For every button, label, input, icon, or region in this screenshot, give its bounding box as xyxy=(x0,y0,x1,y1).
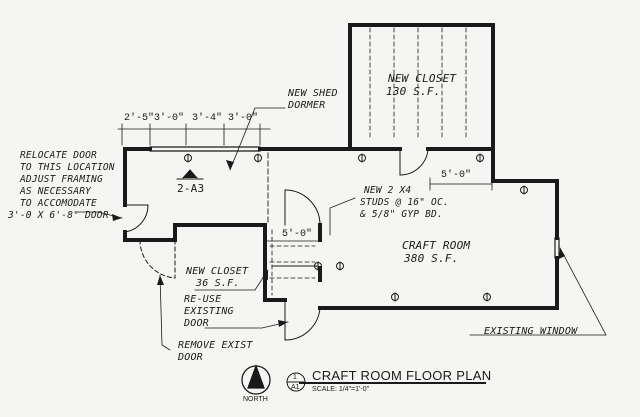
dimension-closet-door: 5'-0" xyxy=(441,170,472,181)
section-reference: 2-A3 xyxy=(177,182,205,195)
small-closet-walls xyxy=(263,223,322,302)
dimension-top-1: 2'-5" xyxy=(124,113,155,124)
drawing-scale: SCALE: 1/4"=1'-0" xyxy=(312,386,370,393)
existing-window-frame xyxy=(554,237,560,259)
title-block-bubble xyxy=(286,372,486,392)
note-reuse-1: RE-USE xyxy=(184,294,222,305)
note-remove-1: REMOVE EXIST xyxy=(178,340,253,351)
note-relocate-3: ADJUST FRAMING xyxy=(20,174,103,185)
removed-door-swing xyxy=(139,239,176,279)
dimension-top-2: 3'-0" xyxy=(154,113,185,124)
note-relocate-1: RELOCATE DOOR xyxy=(20,150,97,161)
exterior-walls xyxy=(123,147,559,310)
title-block-sheet: A1 xyxy=(291,384,300,391)
note-relocate-4: AS NECESSARY xyxy=(20,186,92,197)
note-existing-window: EXISTING WINDOW xyxy=(484,326,578,337)
closet-large-area: 130 S.F. xyxy=(386,85,441,98)
closet-large-walls xyxy=(348,23,495,152)
top-dimension-line xyxy=(117,123,271,146)
note-reuse-2: EXISTING xyxy=(184,306,234,317)
north-label: NORTH xyxy=(243,396,268,403)
section-marker xyxy=(176,169,204,180)
small-closet-door-swing xyxy=(284,189,321,226)
relocated-door-swing xyxy=(124,204,149,233)
title-block-number: 1 xyxy=(293,374,297,381)
note-relocate-6: 3'-0 X 6'-8" DOOR xyxy=(8,210,109,221)
dimension-top-4: 3'-0" xyxy=(228,113,259,124)
dimension-small-closet: 5'-0" xyxy=(282,229,313,240)
drawing-title: CRAFT ROOM FLOOR PLAN xyxy=(312,368,492,383)
craft-room-name: CRAFT ROOM xyxy=(402,239,471,252)
closet-small-name: NEW CLOSET xyxy=(186,266,249,277)
closet-door-swing xyxy=(399,148,429,176)
note-shed-dormer-2: DORMER xyxy=(288,100,326,111)
note-relocate-5: TO ACCOMODATE xyxy=(20,198,97,209)
closet-board-lines xyxy=(369,27,467,141)
note-studs-1: NEW 2 X4 xyxy=(364,185,412,196)
note-shed-dormer-1: NEW SHED xyxy=(288,88,338,99)
north-arrow xyxy=(241,364,271,395)
reuse-door-swing xyxy=(284,299,321,341)
arrowheads xyxy=(112,160,565,327)
closet-large-name: NEW CLOSET xyxy=(388,72,457,85)
outlet-symbols xyxy=(184,153,528,302)
note-remove-2: DOOR xyxy=(178,352,203,363)
top-window xyxy=(149,146,261,152)
note-studs-3: & 5/8" GYP BD. xyxy=(360,209,443,220)
note-reuse-3: DOOR xyxy=(184,318,209,329)
leader-lines xyxy=(77,107,607,351)
craft-room-area: 380 S.F. xyxy=(404,252,459,265)
closet-door-dimension xyxy=(429,177,493,191)
note-relocate-2: TO THIS LOCATION xyxy=(20,162,115,173)
note-studs-2: STUDS @ 16" OC. xyxy=(360,197,449,208)
dimension-top-3: 3'-4" xyxy=(192,113,223,124)
closet-small-area: 36 S.F. xyxy=(196,278,240,289)
